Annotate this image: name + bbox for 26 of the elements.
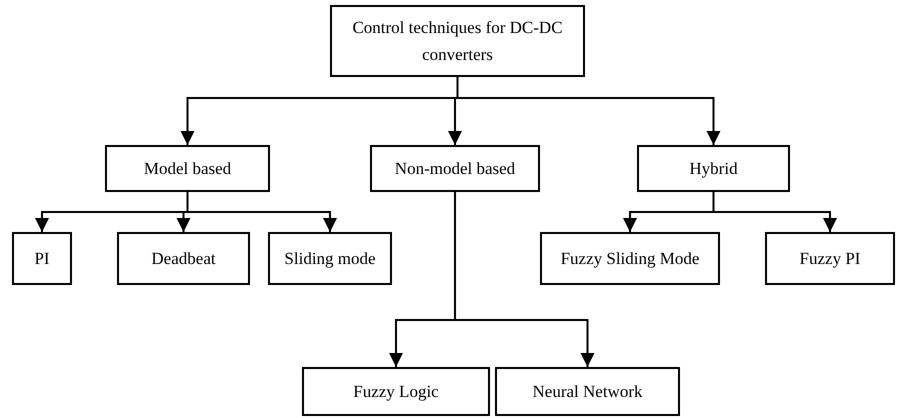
box-label: Hybrid <box>689 158 738 180</box>
process-box <box>12 232 72 285</box>
process-box <box>370 145 540 192</box>
process-box <box>495 367 680 416</box>
box-label: Deadbeat <box>151 248 216 270</box>
box-label: Fuzzy Sliding Mode <box>560 248 700 270</box>
box-label: Fuzzy PI <box>800 248 860 270</box>
box-label: Neural Network <box>532 381 642 403</box>
box-label: Control techniques for DC-DC converters <box>351 17 564 66</box>
box-label: Sliding mode <box>284 248 376 270</box>
box-label: Fuzzy Logic <box>353 381 439 403</box>
process-box <box>330 5 585 77</box>
arrow <box>454 192 594 367</box>
box-label: PI <box>34 248 50 270</box>
process-box <box>117 232 250 285</box>
process-box <box>540 232 720 285</box>
process-box <box>637 145 790 192</box>
arrow <box>456 77 720 145</box>
process-box <box>105 145 270 192</box>
process-box <box>302 367 490 416</box>
box-label: Model based <box>144 158 232 180</box>
arrow <box>186 192 337 232</box>
box-label: Non-model based <box>394 158 516 180</box>
process-box <box>765 232 895 285</box>
process-box <box>268 232 392 285</box>
arrow <box>712 192 837 232</box>
